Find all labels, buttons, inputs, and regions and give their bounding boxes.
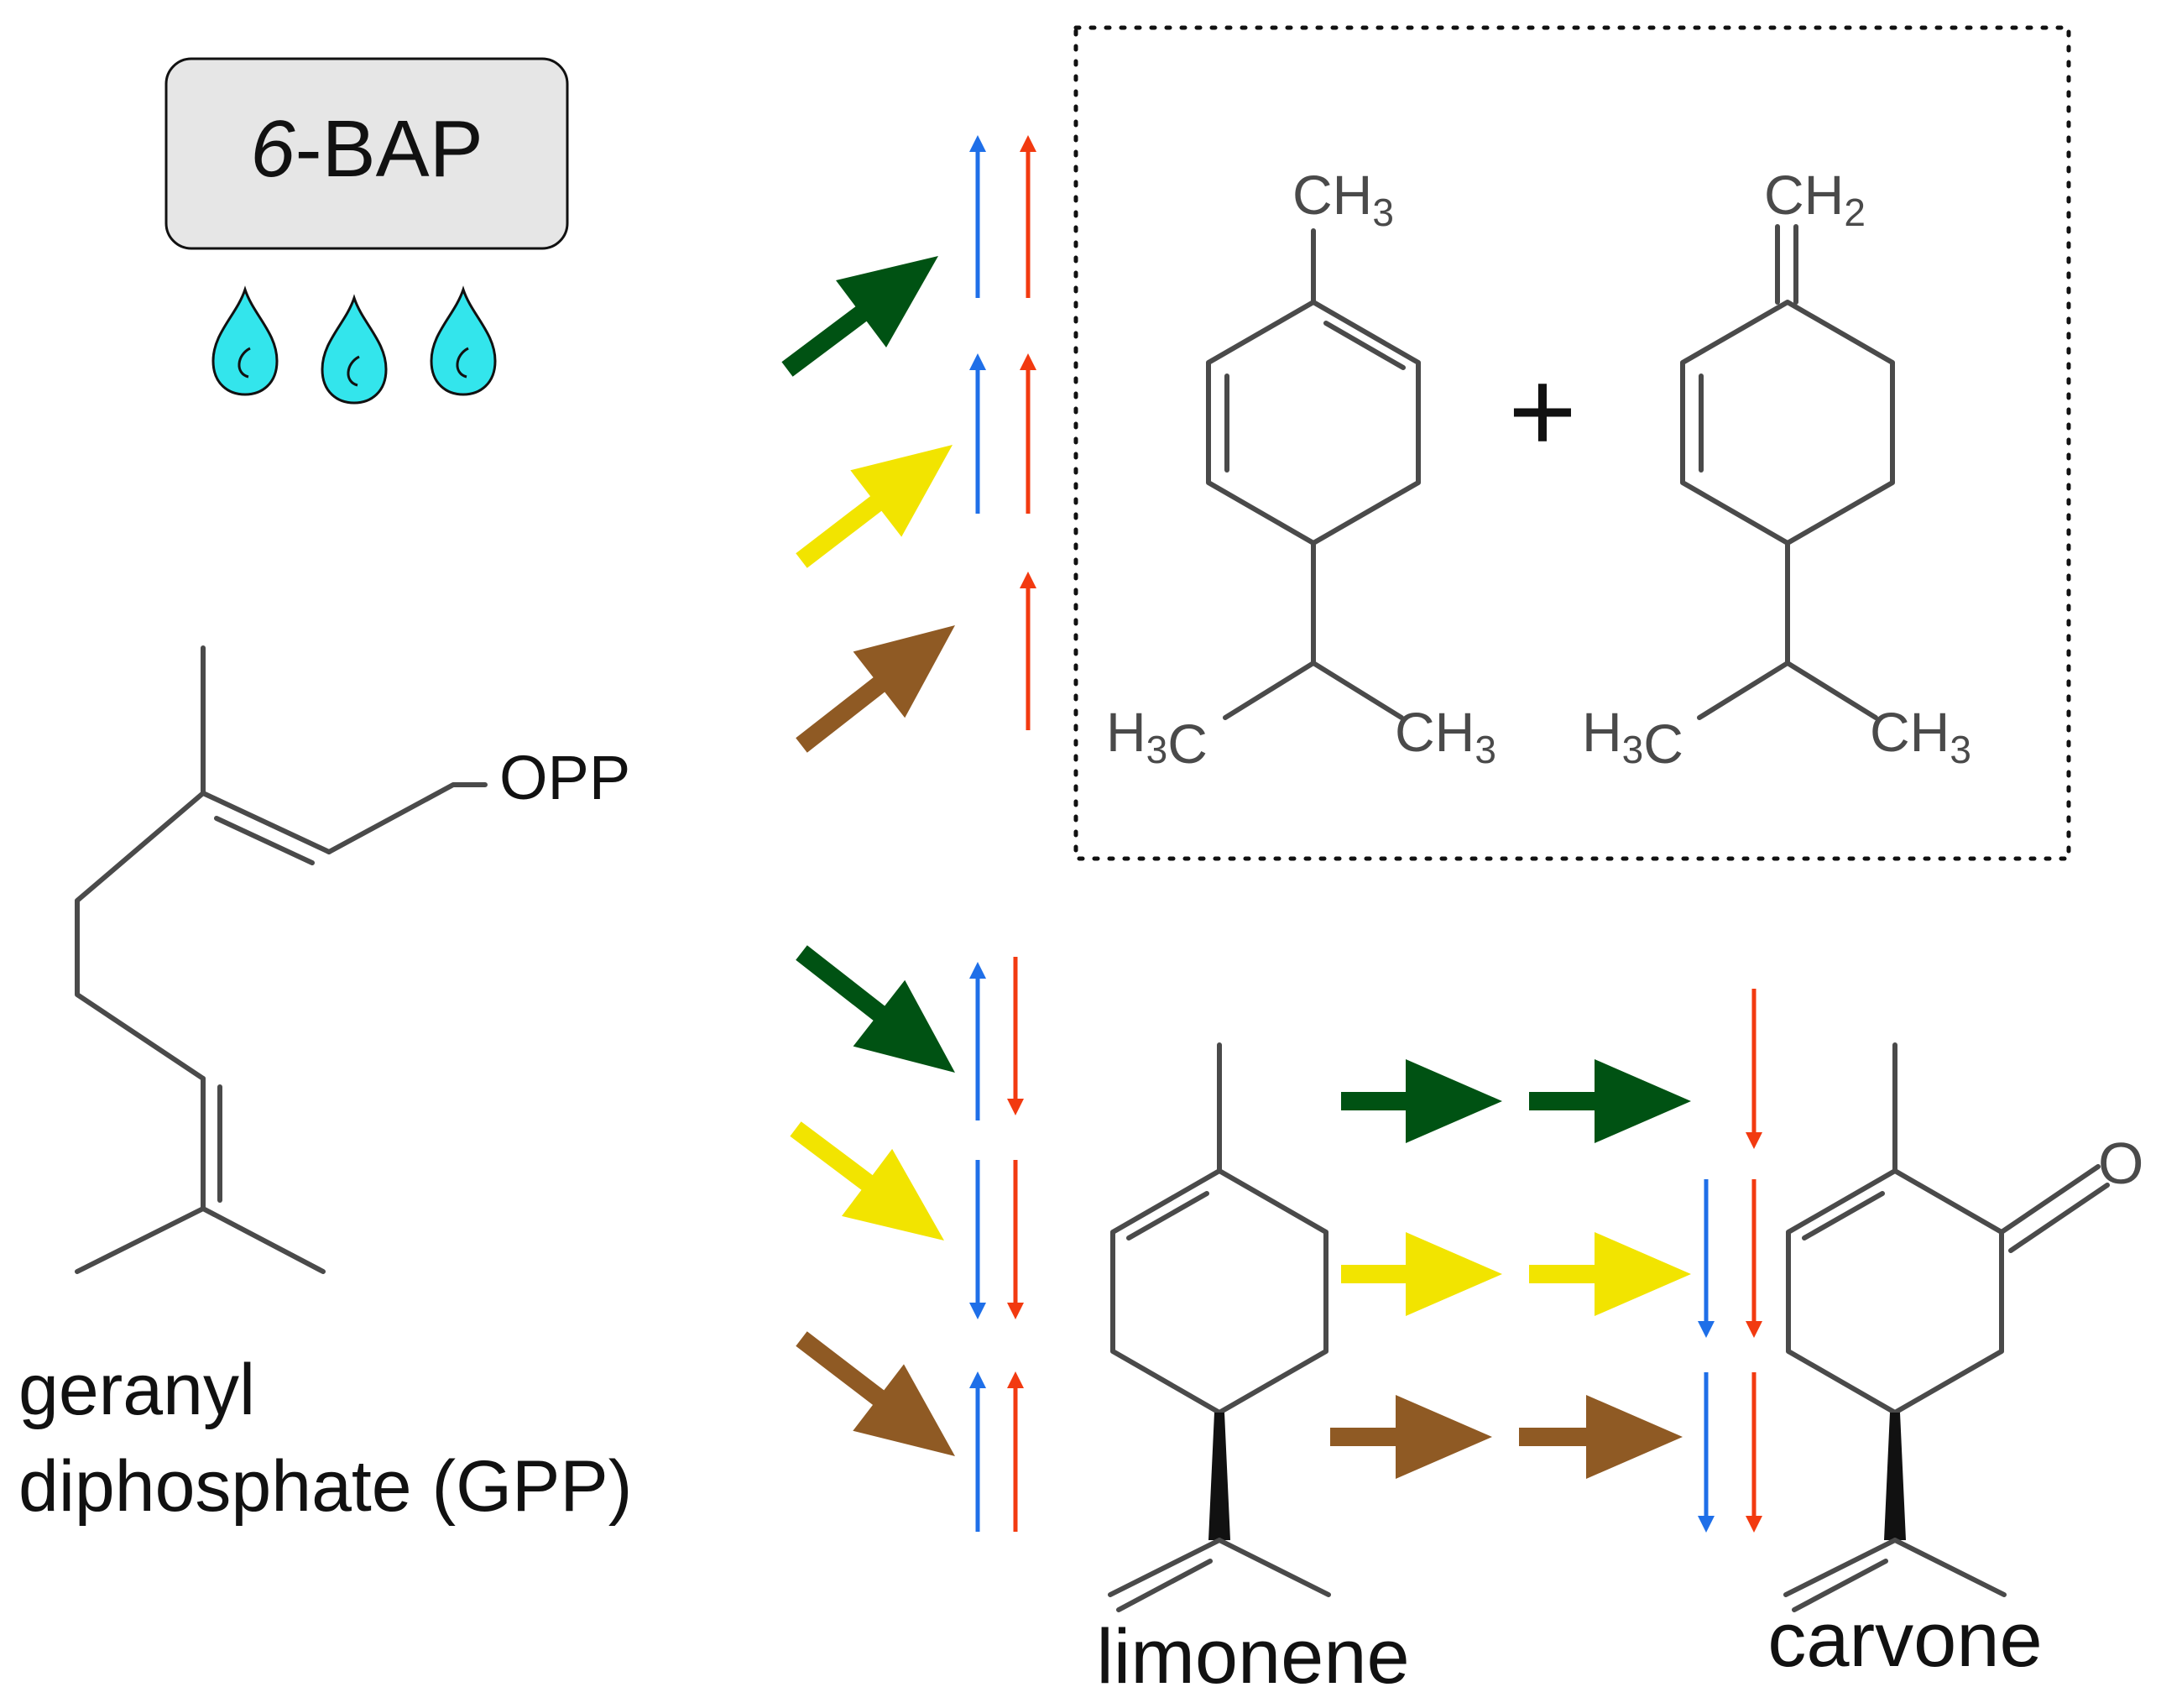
limonene-wedge-bond	[1208, 1413, 1230, 1540]
treatment-arrows	[781, 256, 1691, 1479]
treatment-arrow	[781, 256, 938, 377]
treatment-box-frame	[164, 57, 569, 250]
mol2-right-label: CH3	[1870, 701, 1971, 771]
regulation-arrows	[969, 135, 1762, 1533]
limonene-label: limonene	[1096, 1614, 1409, 1700]
gpp-opp-label: OPP	[499, 743, 630, 812]
plus-sign: +	[1508, 345, 1577, 477]
treatment-arrow	[796, 625, 955, 753]
treatment-box: 6-BAP	[164, 57, 569, 250]
mol1-left-label: H3C	[1106, 701, 1208, 775]
gpp-name-line2: diphosphate (GPP)	[18, 1446, 632, 1527]
treatment-arrow	[790, 1121, 944, 1241]
carvone-oxygen-label: O	[2098, 1131, 2143, 1196]
mol2-top-label: CH2	[1764, 164, 1866, 234]
treatment-arrow	[796, 445, 953, 568]
molecule-1: CH3 H3C CH3	[1106, 164, 1496, 775]
side-products-box	[1073, 25, 2071, 861]
molecule-2: CH2 H3C CH3	[1582, 164, 1971, 775]
treatment-arrow	[1341, 1232, 1502, 1316]
treatment-arrow	[796, 1331, 955, 1456]
drop-icon	[211, 285, 279, 396]
treatment-arrow	[1529, 1059, 1691, 1143]
treatment-arrow	[1529, 1232, 1691, 1316]
drops	[211, 285, 497, 405]
gpp-structure: OPP	[75, 645, 630, 1274]
drop-icon	[430, 285, 497, 396]
mol1-right-label: CH3	[1395, 701, 1496, 771]
carvone-wedge-bond	[1884, 1413, 1906, 1540]
limonene-structure	[1108, 1042, 1331, 1612]
carvone-label: carvone	[1767, 1597, 2042, 1683]
treatment-arrow	[1519, 1395, 1683, 1479]
drop-icon	[321, 294, 388, 405]
treatment-label: 6-BAP	[250, 104, 483, 194]
treatment-arrow	[796, 945, 955, 1073]
treatment-arrow	[1341, 1059, 1502, 1143]
treatment-arrow	[1330, 1395, 1492, 1479]
gpp-name-line1: geranyl	[18, 1350, 255, 1430]
carvone-structure: O	[1783, 1042, 2143, 1612]
mol2-left-label: H3C	[1582, 701, 1683, 775]
mol1-top-label: CH3	[1292, 164, 1394, 234]
